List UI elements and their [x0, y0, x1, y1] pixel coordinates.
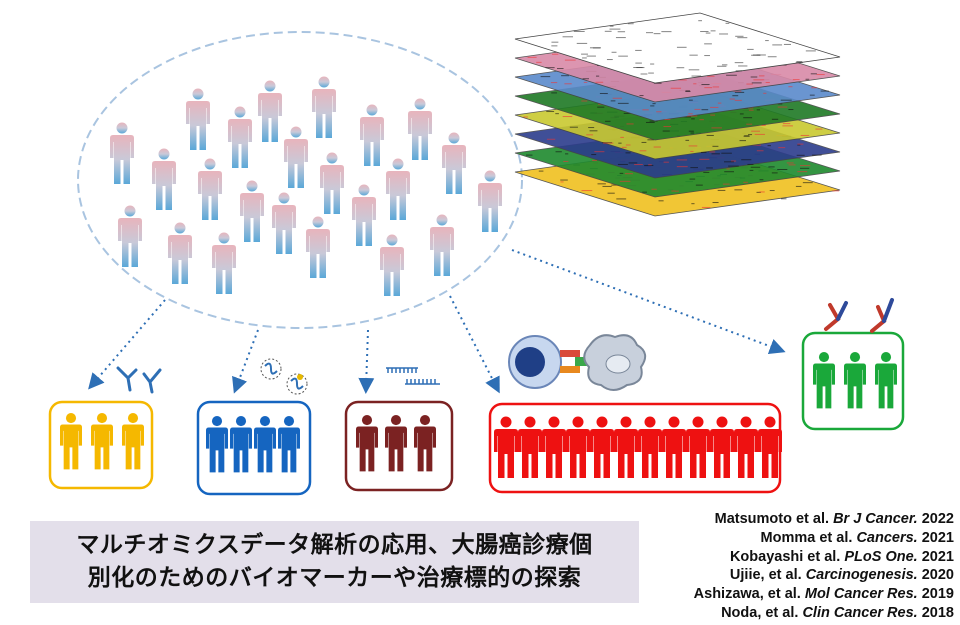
reference: Momma et al. Cancers. 2021 — [694, 529, 954, 548]
person-icon — [284, 127, 308, 189]
person-icon — [430, 215, 454, 277]
person-icon — [168, 223, 192, 285]
reference-list: Matsumoto et al. Br J Cancer. 2022 Momma… — [694, 510, 954, 623]
person-icon — [228, 107, 252, 169]
patient-group-circulating-dna — [198, 402, 310, 494]
ref-authors: Noda, et al. — [721, 605, 798, 621]
person-icon — [360, 105, 384, 167]
person-icon — [118, 206, 142, 268]
reference: Noda, et al. Clin Cancer Res. 2018 — [694, 604, 954, 623]
reference: Matsumoto et al. Br J Cancer. 2022 — [694, 510, 954, 529]
ref-journal: Carcinogenesis. — [806, 567, 918, 583]
therapeutic-antibody-icon — [826, 300, 892, 331]
ref-year: 2022 — [922, 511, 954, 527]
patient-cohort — [110, 77, 502, 297]
person-icon — [386, 159, 410, 221]
rna-icon — [386, 368, 440, 384]
ref-year: 2021 — [922, 530, 954, 546]
patient-group-immune-cell — [490, 404, 782, 492]
ref-journal: Clin Cancer Res. — [802, 605, 917, 621]
ref-journal: Mol Cancer Res. — [805, 586, 918, 602]
patient-group-antibody — [50, 402, 152, 488]
omics-data-layers — [515, 13, 840, 216]
person-icon — [478, 171, 502, 233]
person-icon — [442, 133, 466, 195]
person-icon — [272, 193, 296, 255]
ref-authors: Matsumoto et al. — [715, 511, 829, 527]
ref-authors: Momma et al. — [761, 530, 853, 546]
ref-journal: Cancers. — [856, 530, 917, 546]
caption-box: マルチオミクスデータ解析の応用、大腸癌診療個 別化のためのバイオマーカーや治療標… — [30, 521, 639, 603]
person-icon — [312, 77, 336, 139]
antibody-icon — [118, 368, 160, 392]
ref-authors: Kobayashi et al. — [730, 549, 840, 565]
reference: Ashizawa, et al. Mol Cancer Res. 2019 — [694, 585, 954, 604]
ref-year: 2019 — [922, 586, 954, 602]
ref-journal: PLoS One. — [844, 549, 917, 565]
ref-authors: Ujiie, et al. — [730, 567, 802, 583]
person-icon — [240, 181, 264, 243]
person-icon — [408, 99, 432, 161]
person-icon — [110, 123, 134, 185]
person-icon — [198, 159, 222, 221]
person-icon — [258, 81, 282, 143]
ref-journal: Br J Cancer. — [833, 511, 918, 527]
ref-year: 2018 — [922, 605, 954, 621]
person-icon — [186, 89, 210, 151]
person-icon — [352, 185, 376, 247]
person-icon — [306, 217, 330, 279]
person-icon — [152, 149, 176, 211]
person-icon — [380, 235, 404, 297]
person-icon — [320, 153, 344, 215]
ref-authors: Ashizawa, et al. — [694, 586, 801, 602]
circulating-dna-icon — [261, 359, 307, 394]
ref-year: 2020 — [922, 567, 954, 583]
immune-cell-interaction-icon — [509, 335, 645, 390]
caption-line-2: 別化のためのバイオマーカーや治療標的の探索 — [88, 562, 582, 595]
patient-group-therapeutic-antibody — [803, 333, 903, 429]
ref-year: 2021 — [922, 549, 954, 565]
reference: Kobayashi et al. PLoS One. 2021 — [694, 548, 954, 567]
reference: Ujiie, et al. Carcinogenesis. 2020 — [694, 566, 954, 585]
person-icon — [212, 233, 236, 295]
patient-group-rna — [346, 402, 452, 490]
caption-line-1: マルチオミクスデータ解析の応用、大腸癌診療個 — [76, 529, 592, 562]
